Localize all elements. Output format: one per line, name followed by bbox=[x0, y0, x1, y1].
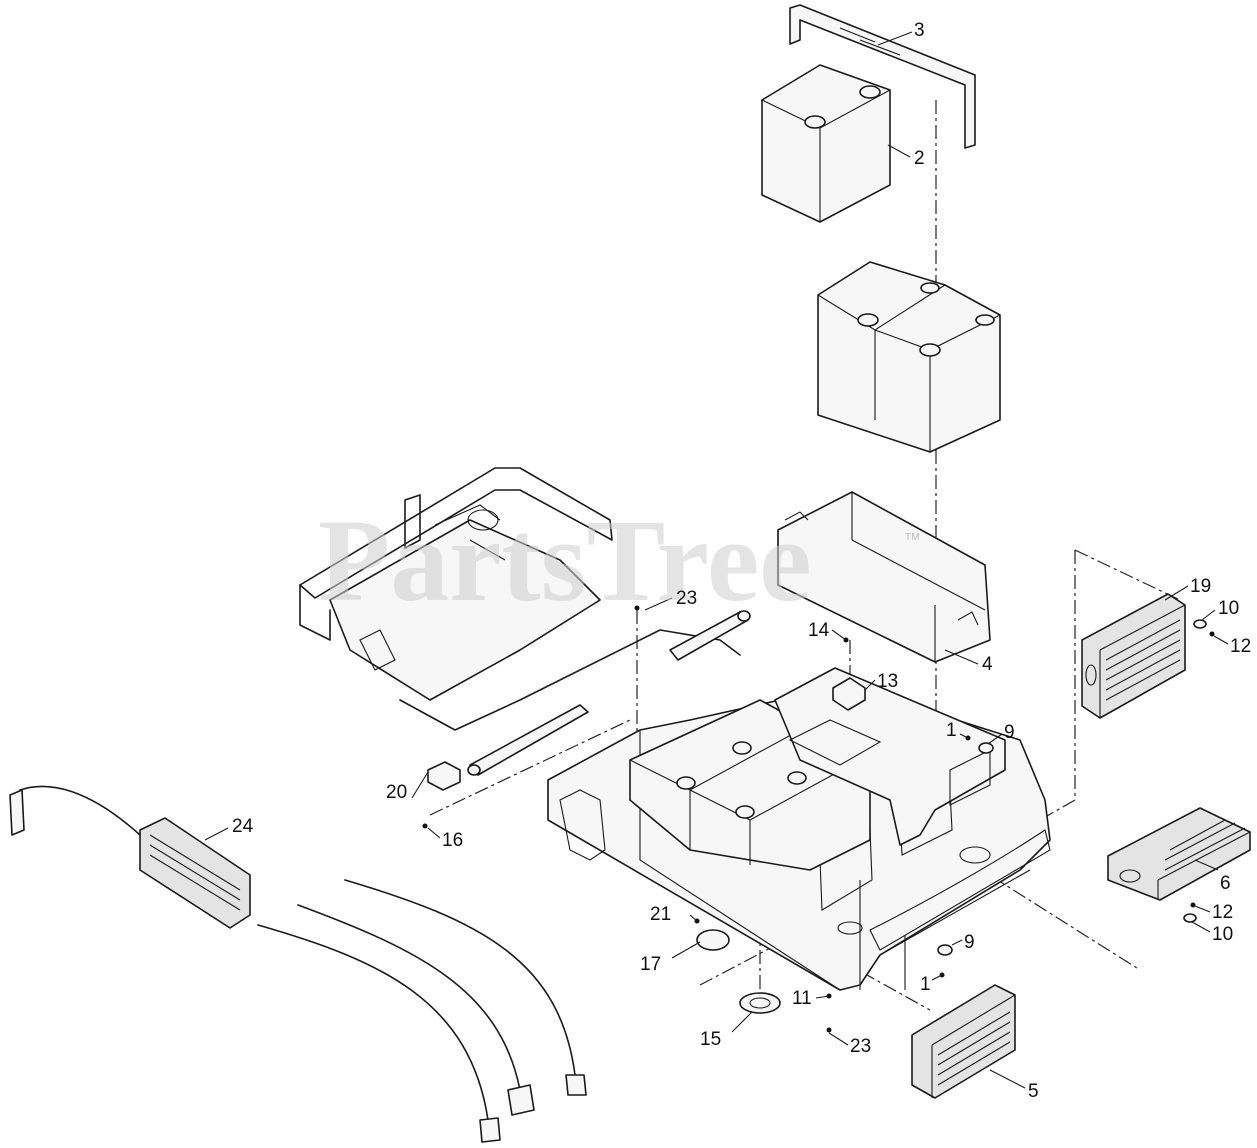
callout-1: 1 bbox=[946, 720, 957, 741]
small-hardware bbox=[422, 605, 1215, 1033]
handle-frame bbox=[299, 467, 741, 731]
callout-10: 10 bbox=[1218, 598, 1239, 619]
battery-hold-down-bracket bbox=[789, 4, 976, 149]
callout-labels: 3 2 23 14 13 4 19 10 12 1 9 20 16 24 6 1… bbox=[232, 20, 1251, 1102]
callout-17: 17 bbox=[640, 954, 661, 975]
callout-16: 16 bbox=[442, 830, 463, 851]
controller-5 bbox=[911, 984, 1016, 1099]
callout-5: 5 bbox=[1028, 1081, 1039, 1102]
battery-tray bbox=[777, 491, 991, 663]
callout-23: 23 bbox=[850, 1036, 871, 1057]
callout-10: 10 bbox=[1212, 924, 1233, 945]
battery-upper bbox=[761, 64, 891, 223]
callout-4: 4 bbox=[982, 654, 993, 675]
callout-9: 9 bbox=[1004, 722, 1015, 743]
callout-12: 12 bbox=[1212, 902, 1233, 923]
callout-19: 19 bbox=[1190, 576, 1211, 597]
watermark: PartsTree TM bbox=[318, 495, 919, 626]
svg-text:TM: TM bbox=[905, 532, 919, 543]
callout-20: 20 bbox=[386, 782, 407, 803]
axle-tubes bbox=[467, 610, 751, 776]
controller-6 bbox=[1107, 807, 1251, 901]
callout-1: 1 bbox=[920, 974, 931, 995]
callout-9: 9 bbox=[964, 932, 975, 953]
callout-21: 21 bbox=[650, 904, 671, 925]
callout-13: 13 bbox=[877, 671, 898, 692]
svg-text:PartsTree: PartsTree bbox=[318, 495, 812, 626]
battery-charger bbox=[9, 785, 251, 929]
battery-box-plate bbox=[774, 667, 1006, 846]
callout-11: 11 bbox=[792, 988, 812, 1009]
callout-15: 15 bbox=[700, 1029, 721, 1050]
callout-2: 2 bbox=[914, 148, 925, 169]
charger-cords bbox=[257, 879, 587, 1143]
leader-lines bbox=[204, 31, 1229, 1089]
callout-6: 6 bbox=[1220, 873, 1231, 894]
controller-19 bbox=[1081, 593, 1186, 719]
callout-3: 3 bbox=[914, 20, 925, 41]
callout-14: 14 bbox=[808, 620, 830, 641]
callout-12: 12 bbox=[1230, 636, 1251, 657]
callout-23: 23 bbox=[676, 588, 697, 609]
battery-lower-pair bbox=[817, 261, 1001, 453]
callout-24: 24 bbox=[232, 816, 254, 837]
